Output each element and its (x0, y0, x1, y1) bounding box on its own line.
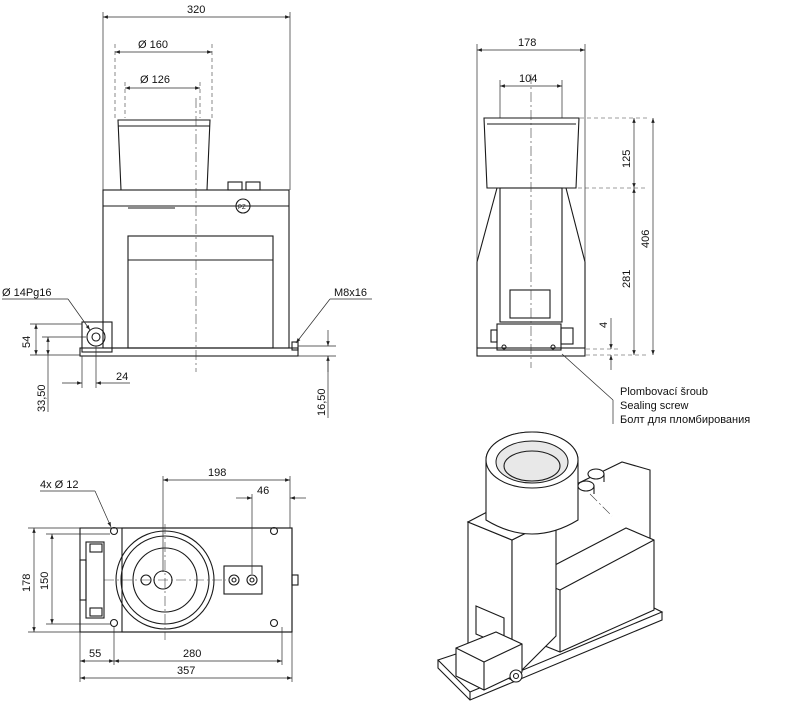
dim-357: 357 (177, 665, 195, 677)
logo-mark (235, 198, 251, 214)
dim-280: 280 (183, 648, 201, 660)
top-view: 4x Ø 12 198 46 178 150 55 280 357 (21, 467, 306, 682)
side-view: 178 104 125 281 406 4 Plombovací šroub S… (476, 37, 750, 426)
dim-dia-160: Ø 160 (138, 39, 168, 51)
dim-16-50: 16,50 (316, 388, 328, 416)
dim-125: 125 (621, 150, 633, 168)
front-base-plate (79, 347, 299, 357)
dim-281: 281 (621, 270, 633, 288)
dim-178-side: 178 (518, 37, 536, 49)
top-terminal-plate (223, 565, 263, 595)
dim-406: 406 (640, 230, 652, 248)
dim-150: 150 (39, 572, 51, 590)
dim-54: 54 (21, 336, 33, 348)
dim-24: 24 (116, 371, 128, 383)
label-gland: Ø 14Pg16 (2, 287, 52, 299)
front-window (127, 235, 274, 349)
dim-55: 55 (89, 648, 101, 660)
label-sealing-screw-en: Sealing screw (620, 400, 689, 412)
side-cylinder (483, 117, 580, 189)
front-cylinder (117, 119, 211, 191)
dim-104: 104 (519, 73, 537, 85)
dim-33-50: 33,50 (36, 384, 48, 412)
cable-gland (86, 327, 106, 347)
dim-320: 320 (187, 4, 205, 16)
dim-dia-126: Ø 126 (140, 74, 170, 86)
front-view: PZ 320 Ø 160 Ø 126 Ø 14Pg16 M8x16 (2, 4, 372, 418)
dim-46: 46 (257, 485, 269, 497)
label-sealing-screw-ru: Болт для пломбирования (620, 414, 750, 426)
label-holes: 4x Ø 12 (40, 479, 79, 491)
dim-198: 198 (208, 467, 226, 479)
dim-178-top: 178 (21, 574, 33, 592)
svg-text:PZ: PZ (238, 205, 246, 211)
isometric-view (436, 431, 664, 701)
dim-4: 4 (598, 322, 610, 328)
top-terminal-box (85, 541, 105, 619)
label-sealing-screw-cz: Plombovací šroub (620, 386, 708, 398)
label-bolt: M8x16 (334, 287, 367, 299)
iso-terminal-box (455, 631, 523, 691)
